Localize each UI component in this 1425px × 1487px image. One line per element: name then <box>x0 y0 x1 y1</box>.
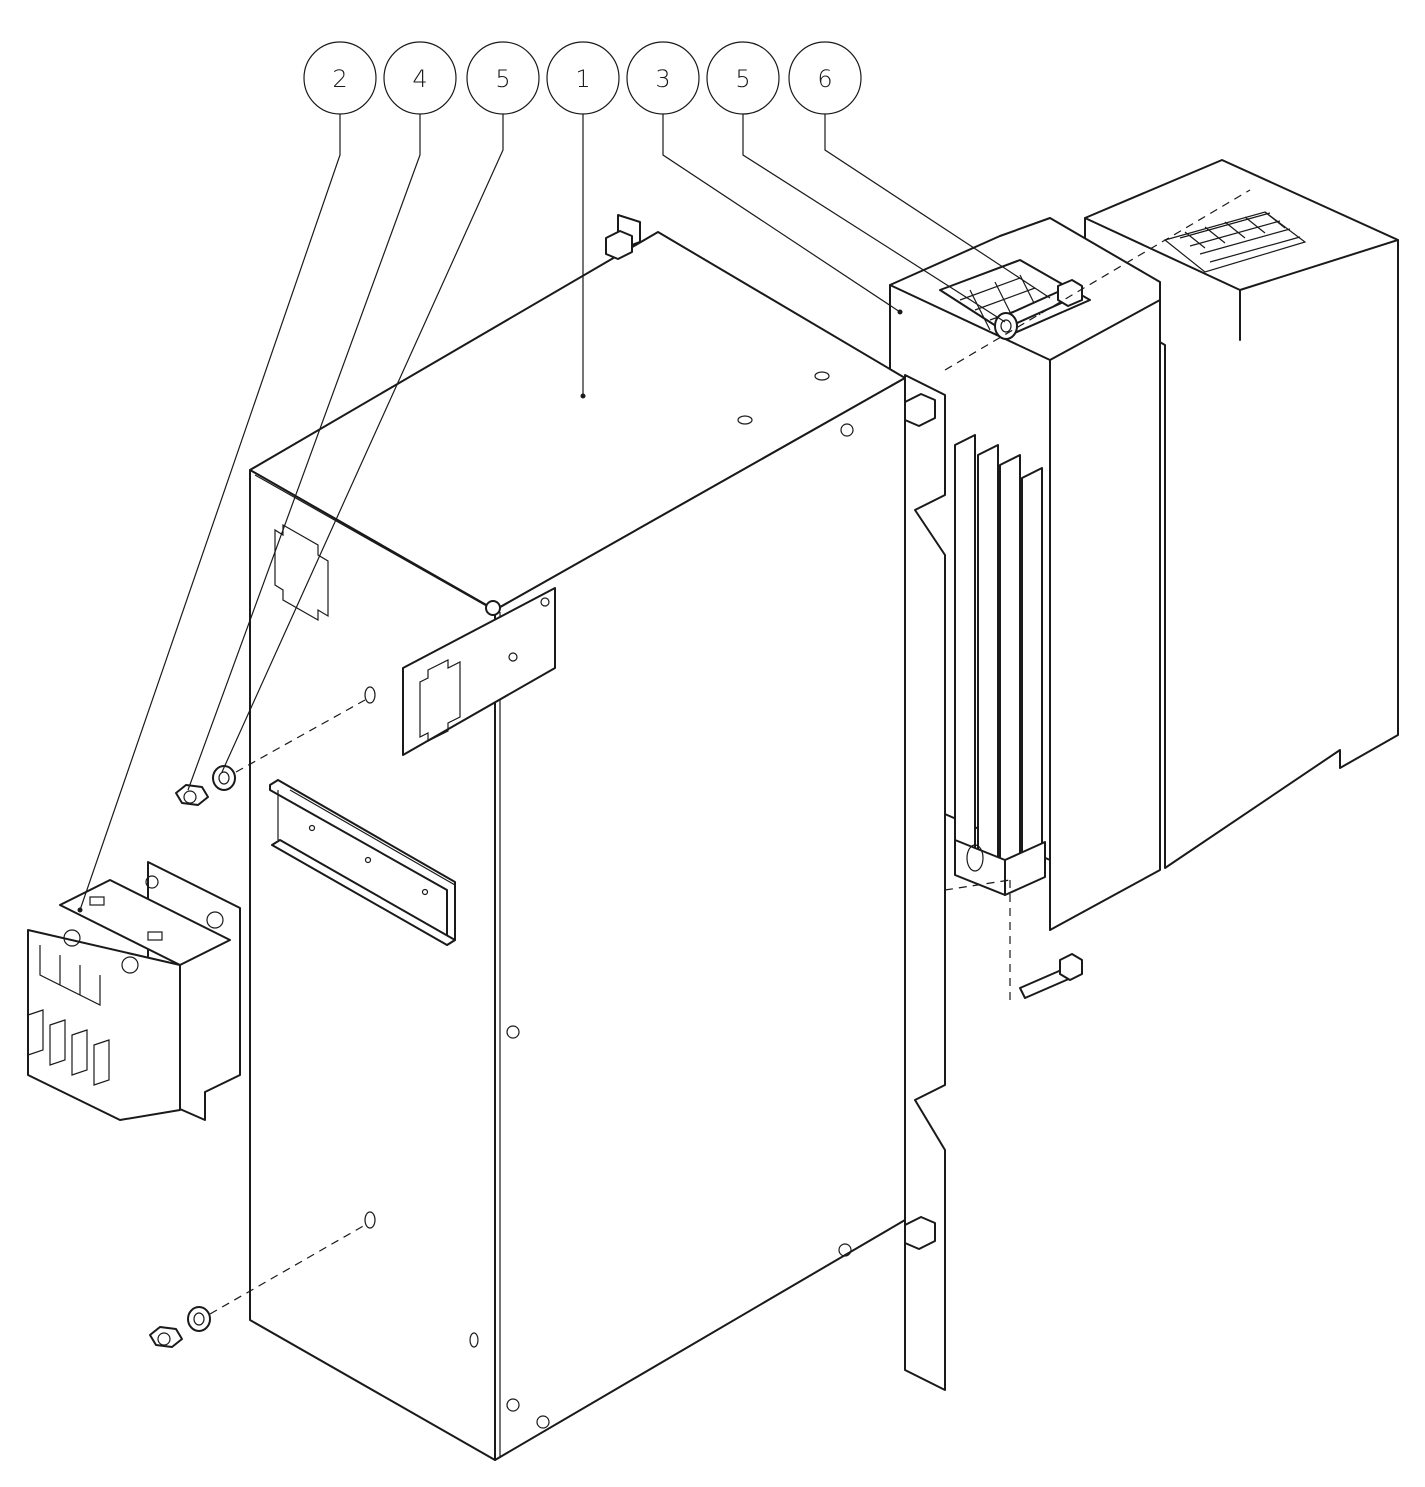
svg-text:4: 4 <box>412 65 427 93</box>
washer-upper <box>212 765 236 791</box>
svg-text:3: 3 <box>655 65 670 93</box>
heatsink-fins <box>954 434 1046 896</box>
svg-text:5: 5 <box>735 65 750 93</box>
svg-text:1: 1 <box>575 65 590 93</box>
callout-6[interactable]: 6 <box>788 41 862 115</box>
nut-upper <box>175 784 209 806</box>
callout-2[interactable]: 2 <box>303 41 377 115</box>
din-rail <box>269 779 456 946</box>
nut-lower <box>149 1326 183 1348</box>
callout-5-right[interactable]: 5 <box>706 41 780 115</box>
bolt-bottom <box>1009 880 1083 1000</box>
callout-1[interactable]: 1 <box>546 41 620 115</box>
svg-text:6: 6 <box>817 65 832 93</box>
washer-lower <box>187 1306 211 1332</box>
callout-4[interactable]: 4 <box>383 41 457 115</box>
washer-top <box>994 312 1018 340</box>
vent-grid <box>1163 211 1307 273</box>
contactor <box>27 861 241 1121</box>
svg-text:2: 2 <box>332 65 347 93</box>
heatsink-relay-module <box>889 159 1399 931</box>
bolt-top <box>999 279 1083 329</box>
callout-5-left[interactable]: 5 <box>466 41 540 115</box>
leader-lines <box>79 114 1051 911</box>
enclosure <box>249 214 946 1461</box>
svg-text:5: 5 <box>495 65 510 93</box>
callout-3[interactable]: 3 <box>626 41 700 115</box>
mounting-bracket <box>402 587 556 756</box>
